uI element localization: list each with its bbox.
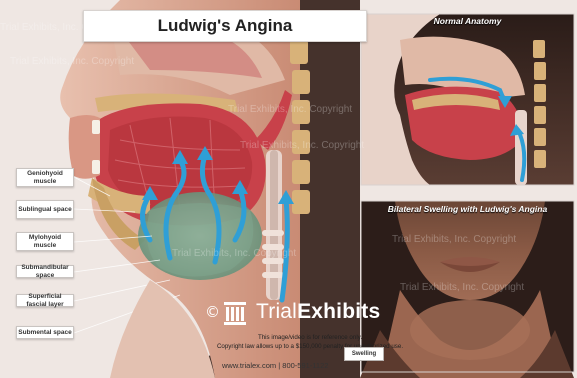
label-mylohyoid-muscle: Mylohyoid muscle (16, 232, 74, 251)
swelling-callout: Swelling (344, 347, 384, 361)
watermark-text: Trial Exhibits, Inc. Copyright (400, 282, 524, 293)
watermark-text: Trial Exhibits, Inc. Copyright (228, 104, 352, 115)
copyright-symbol: © (205, 303, 220, 321)
logo-light-text: Trial (256, 300, 297, 323)
watermark-text: Trial Exhibits, Inc. Copyright (10, 56, 134, 67)
watermark-text: Trial Exhibits, Inc. Copyright (172, 248, 296, 259)
disclaimer-line-1: This image/video is for reference only. (160, 333, 460, 342)
label-sublingual-space: Sublingual space (16, 200, 74, 219)
disclaimer: This image/video is for reference only. … (160, 333, 460, 351)
bilateral-swelling-title: Bilateral Swelling with Ludwig's Angina (361, 204, 574, 214)
label-geniohyoid-muscle: Geniohyoid muscle (16, 168, 74, 187)
label-submental-space: Submental space (16, 326, 74, 339)
disclaimer-line-2: Copyright law allows up to a $150,000 pe… (160, 342, 460, 351)
logo-bold-text: Exhibits (297, 300, 380, 323)
watermark-text: Trial Exhibits, Inc. Copyright (392, 234, 516, 245)
normal-anatomy-title: Normal Anatomy (361, 16, 574, 26)
label-superficial-fascial-layer: Superficial fascial layer (16, 294, 74, 307)
watermark-text: Trial Exhibits, Inc. Copyright (240, 140, 364, 151)
label-submandibular-space: Submandibular space (16, 265, 74, 278)
website-contact: www.trialex.com | 800-591-1122 (222, 361, 328, 370)
page-title: Ludwig's Angina (83, 10, 367, 42)
trial-exhibits-logo: TrialExhibits (256, 300, 380, 324)
